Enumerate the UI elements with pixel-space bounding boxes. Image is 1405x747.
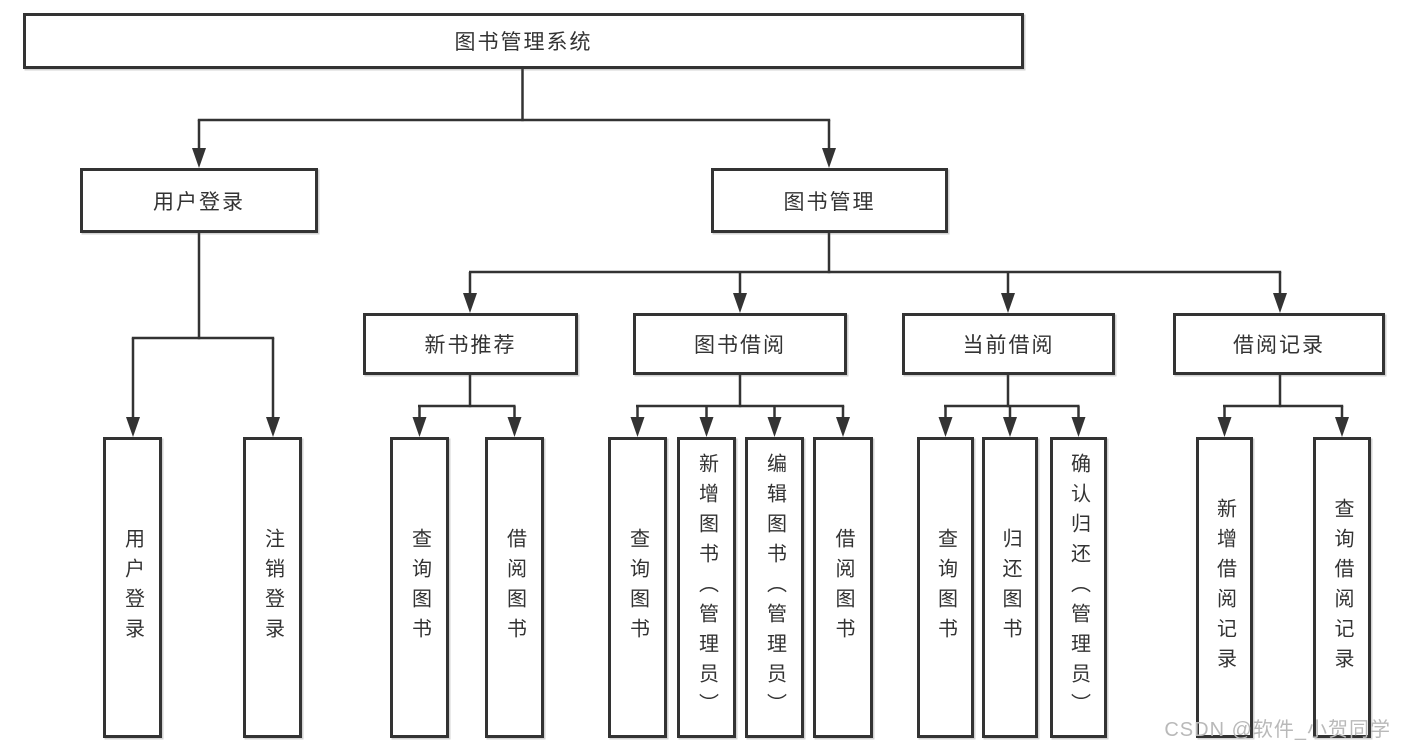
leaf-query-borrow-record: 查询借阅记录: [1313, 437, 1371, 738]
leaf-label: 查询图书: [934, 527, 957, 648]
leaf-query-books-recommend: 查询图书: [390, 437, 449, 738]
leaf-label: 借阅图书: [832, 527, 854, 648]
node-label: 当前借阅: [962, 334, 1055, 357]
leaf-user-login: 用户登录: [103, 437, 162, 738]
leaf-label: 注销登录: [261, 527, 284, 648]
leaf-edit-books-admin: 编辑图书（管理员）: [745, 437, 804, 738]
leaf-label: 查询图书: [408, 527, 431, 648]
node-label: 用户登录: [153, 190, 245, 214]
leaf-label: 查询借阅记录: [1331, 497, 1353, 678]
node-label: 图书管理: [783, 190, 876, 214]
leaf-label: 新增借阅记录: [1213, 497, 1236, 678]
leaf-label: 借阅图书: [503, 527, 526, 648]
leaf-logout: 注销登录: [243, 437, 302, 738]
leaf-add-books-admin: 新增图书（管理员）: [677, 437, 736, 738]
leaf-label: 用户登录: [121, 527, 144, 648]
leaf-label: 编辑图书（管理员）: [763, 452, 786, 723]
leaf-query-books: 查询图书: [608, 437, 667, 738]
leaf-query-books-current: 查询图书: [917, 437, 974, 738]
node-library-management-system: 图书管理系统: [23, 13, 1024, 69]
leaf-add-borrow-record: 新增借阅记录: [1196, 437, 1253, 738]
node-label: 新书推荐: [424, 334, 517, 357]
node-book-management: 图书管理: [711, 168, 948, 233]
node-label: 图书借阅: [694, 334, 786, 357]
leaf-borrow-books-recommend: 借阅图书: [485, 437, 544, 738]
leaf-label: 归还图书: [999, 527, 1021, 648]
node-user-login-branch: 用户登录: [80, 168, 318, 233]
arrowhead-icons: [126, 148, 1349, 437]
leaf-label: 查询图书: [626, 527, 649, 648]
csdn-watermark: CSDN @软件_小贺同学: [1164, 719, 1391, 741]
leaf-return-books: 归还图书: [982, 437, 1038, 738]
leaf-confirm-return-admin: 确认归还（管理员）: [1050, 437, 1107, 738]
node-borrowing-records: 借阅记录: [1173, 313, 1385, 375]
node-current-borrowing: 当前借阅: [902, 313, 1115, 375]
leaf-label: 确认归还（管理员）: [1067, 452, 1090, 723]
leaf-label: 新增图书（管理员）: [695, 452, 718, 723]
node-label: 借阅记录: [1233, 334, 1325, 357]
node-book-borrowing: 图书借阅: [633, 313, 847, 375]
node-new-book-recommendation: 新书推荐: [363, 313, 578, 375]
leaf-borrow-books: 借阅图书: [813, 437, 873, 738]
node-label: 图书管理系统: [454, 31, 593, 54]
